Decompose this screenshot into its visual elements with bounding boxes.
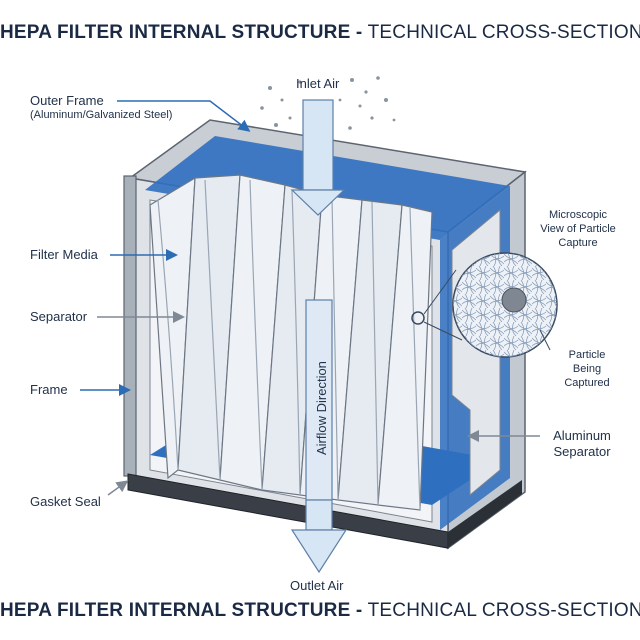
separator-label: Separator [30, 309, 88, 324]
top-title: HEPA FILTER INTERNAL STRUCTURE - TECHNIC… [0, 22, 640, 44]
microscopic-view-line-1: Microscopic [548, 209, 608, 221]
microscopic-view-circle [411, 252, 558, 358]
particle-captured-label: Particle Being Captured [552, 348, 622, 390]
outlet-air-arrow [290, 499, 348, 574]
aluminum-separator-label: Aluminum Separator [540, 428, 624, 460]
airflow-direction-label: Airflow Direction [314, 361, 329, 455]
microscopic-view-line-2: View of Particle [540, 223, 616, 235]
frame-label: Frame [30, 382, 68, 397]
filter-media-pleats [149, 174, 433, 511]
bottom-title-normal: TECHNICAL CROSS-SECTION [367, 600, 640, 621]
leader-lines [80, 100, 551, 496]
title-bold: HEPA FILTER INTERNAL STRUCTURE - [0, 22, 363, 43]
airflow-direction-arrow [305, 299, 333, 501]
inlet-air-label: Inlet Air [296, 76, 340, 91]
outer-frame-label: Outer Frame [30, 93, 104, 108]
microscopic-view-label: Microscopic View of Particle Capture [528, 208, 628, 250]
gasket-seal-label: Gasket Seal [30, 494, 101, 509]
outlet-air-label: Outlet Air [290, 578, 344, 593]
inlet-particles [260, 76, 396, 130]
microscopic-view-line-3: Capture [558, 237, 598, 249]
particle-captured-line-3: Captured [564, 377, 610, 389]
outer-frame-material-label: (Aluminum/Galvanized Steel) [30, 109, 173, 121]
particle-captured-line-2: Being [572, 363, 602, 375]
bottom-title-bold: HEPA FILTER INTERNAL STRUCTURE - [0, 600, 363, 621]
filter-media-label: Filter Media [30, 247, 98, 262]
aluminum-separator-line-1: Aluminum [553, 428, 611, 443]
particle-captured-line-1: Particle [568, 349, 606, 361]
aluminum-separator-line-2: Separator [553, 444, 611, 459]
bottom-title: HEPA FILTER INTERNAL STRUCTURE - TECHNIC… [0, 600, 640, 622]
inlet-air-arrow [290, 99, 346, 216]
title-normal: TECHNICAL CROSS-SECTION [367, 22, 640, 43]
